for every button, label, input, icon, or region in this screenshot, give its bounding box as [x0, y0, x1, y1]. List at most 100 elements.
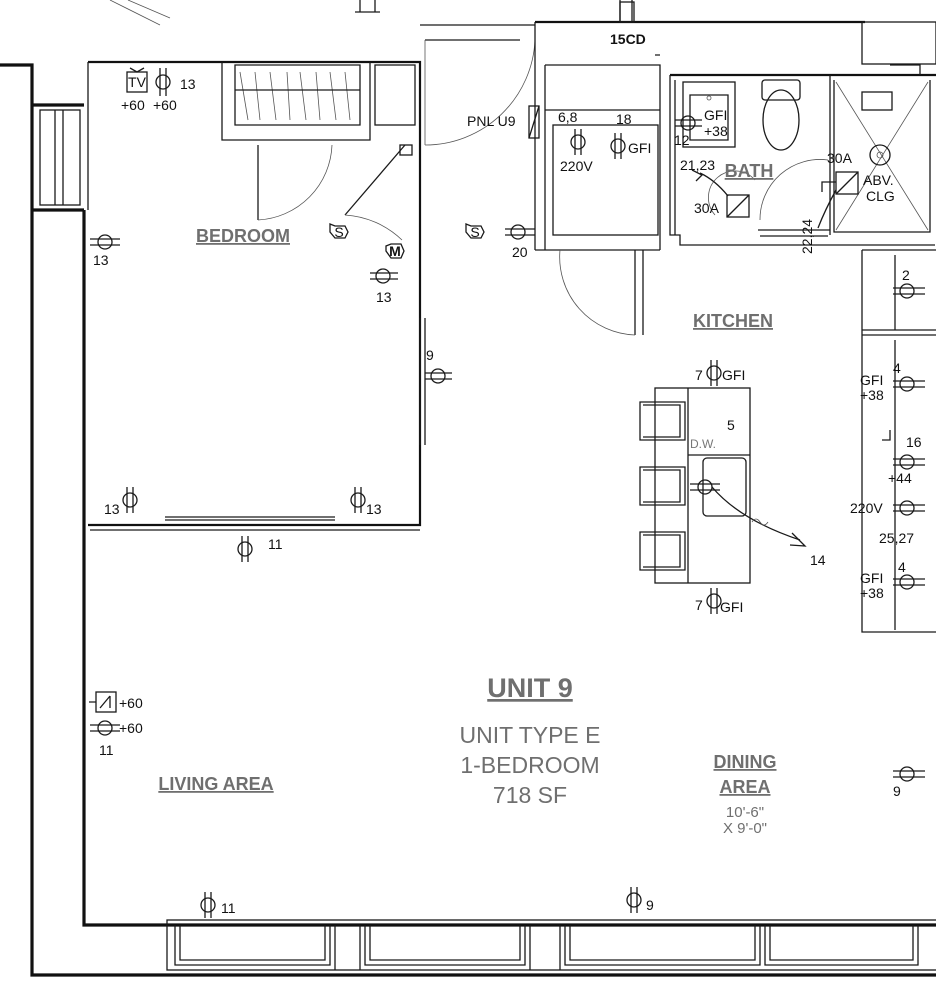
panel-label: PNL U9 — [467, 113, 516, 129]
outlet-island — [690, 479, 720, 495]
bottom-circuit-11: 11 — [221, 900, 236, 916]
disconnect-icon — [726, 194, 750, 218]
bed-wall-circuit: 9 — [426, 347, 434, 363]
abv-label: ABV. — [863, 172, 894, 188]
unit-title: UNIT 9 — [487, 673, 573, 703]
bath-circuit-2224: 22,24 — [799, 219, 815, 254]
kitchen-top-circuit: 7 — [695, 367, 703, 383]
outlet-bed-left — [90, 234, 120, 250]
bath-circuit-2123: 21,23 — [680, 157, 715, 173]
unit-beds: 1-BEDROOM — [460, 752, 599, 778]
outlet-r16 — [893, 454, 925, 470]
breaker-left-label: 30A — [694, 200, 720, 216]
living-height-1: +60 — [119, 695, 143, 711]
unit-area: 718 SF — [493, 782, 567, 808]
pantry-voltage: 220V — [560, 158, 593, 174]
right-circuit-2527: 25,27 — [879, 530, 914, 546]
outlet-r220 — [893, 500, 925, 516]
outlet-bed-bottom — [237, 536, 253, 562]
bed-left-circuit: 13 — [93, 252, 109, 268]
bath-circuit-12: 12 — [674, 132, 690, 148]
circuit-18: 18 — [616, 111, 632, 127]
outlet-r4a — [893, 376, 925, 392]
disconnect-icon — [821, 171, 859, 195]
outlet-symbols — [90, 68, 925, 918]
dining-label-2: AREA — [719, 777, 770, 797]
home-run-arrow — [699, 172, 729, 197]
kitchen-label: KITCHEN — [693, 311, 773, 331]
right-circuit-4b: 4 — [898, 559, 906, 575]
outlet-18 — [610, 133, 626, 159]
annotations: PNL U9 15CD D.W. 5 30A 30A ABV. CLG 13 +… — [93, 31, 922, 916]
outlet-r4b — [893, 574, 925, 590]
outlet-bed-wall — [425, 368, 452, 384]
outlet-bed-bl — [122, 487, 138, 513]
bed-br-circuit: 13 — [366, 501, 382, 517]
outlet-kitchen-top — [706, 360, 722, 386]
right-height-44: +44 — [888, 470, 912, 486]
tv-height-2: +60 — [153, 97, 177, 113]
kitchen-top-gfi: GFI — [722, 367, 745, 383]
right-height-1: +38 — [860, 387, 884, 403]
right-circuit-4a: 4 — [893, 360, 901, 376]
kitchen-bottom-gfi: GFI — [720, 599, 743, 615]
dining-dim-2: X 9'-0" — [723, 820, 767, 837]
hall-circuit: 20 — [512, 244, 528, 260]
kitchen-circuit-14: 14 — [810, 552, 826, 568]
bath-walls — [669, 21, 936, 246]
panel-ref: 15CD — [610, 31, 646, 47]
special-symbols: TV S S M — [89, 67, 859, 713]
right-gfi-1: GFI — [860, 372, 883, 388]
dining-dim-1: 10'-6" — [726, 804, 764, 821]
gfi-18: GFI — [628, 140, 651, 156]
bed-bl-circuit: 13 — [104, 501, 120, 517]
svg-text:M: M — [389, 243, 401, 259]
right-voltage: 220V — [850, 500, 883, 516]
outlet-220-pantry — [570, 129, 586, 155]
outlet-bottom-9 — [626, 887, 642, 913]
bedroom-walls — [87, 0, 536, 531]
tv-height-1: +60 — [121, 97, 145, 113]
home-run-arrow — [817, 189, 837, 229]
unit-type: UNIT TYPE E — [459, 722, 600, 748]
tv-circuit: 13 — [180, 76, 196, 92]
clg-label: CLG — [866, 188, 895, 204]
bath-label: BATH — [725, 161, 774, 181]
windows-bottom — [166, 919, 936, 971]
outlet-r9 — [893, 766, 925, 782]
smoke-detector-icon: S — [329, 223, 349, 240]
pantry-circuit: 6,8 — [558, 109, 578, 125]
right-height-2: +38 — [860, 585, 884, 601]
outlet-bed-right — [370, 268, 398, 284]
outlet-living-11 — [90, 720, 120, 736]
room-labels: BEDROOM KITCHEN BATH LIVING AREA DINING … — [158, 161, 776, 837]
kitchen-walls — [534, 0, 936, 633]
smoke-detector-icon: S — [465, 223, 485, 240]
outlet-hall-20 — [505, 224, 535, 240]
breaker-right-label: 30A — [827, 150, 853, 166]
kitchen-bottom-circuit: 7 — [695, 597, 703, 613]
bath-height: +38 — [704, 123, 728, 139]
data-jack-icon — [89, 691, 117, 713]
unit-info: UNIT 9 UNIT TYPE E 1-BEDROOM 718 SF — [459, 673, 600, 808]
right-circuit-2: 2 — [902, 267, 910, 283]
dishwasher-label: D.W. — [690, 437, 716, 451]
svg-text:S: S — [470, 224, 479, 240]
svg-text:S: S — [334, 224, 343, 240]
living-height-2: +60 — [119, 720, 143, 736]
svg-text:TV: TV — [128, 74, 147, 90]
bath-gfi: GFI — [704, 107, 727, 123]
right-gfi-2: GFI — [860, 570, 883, 586]
bed-right-circuit: 13 — [376, 289, 392, 305]
panel-icon — [528, 105, 540, 139]
outlet-kitchen-bottom — [706, 588, 722, 614]
home-run-arrow — [711, 486, 801, 541]
bedroom-label: BEDROOM — [196, 226, 290, 246]
living-circuit: 11 — [99, 742, 114, 758]
dishwasher-circuit: 5 — [727, 417, 735, 433]
dining-label-1: DINING — [714, 752, 777, 772]
thermostat-icon: M — [385, 243, 405, 259]
outlet-bath-12 — [675, 115, 702, 131]
living-area-label: LIVING AREA — [158, 774, 273, 794]
